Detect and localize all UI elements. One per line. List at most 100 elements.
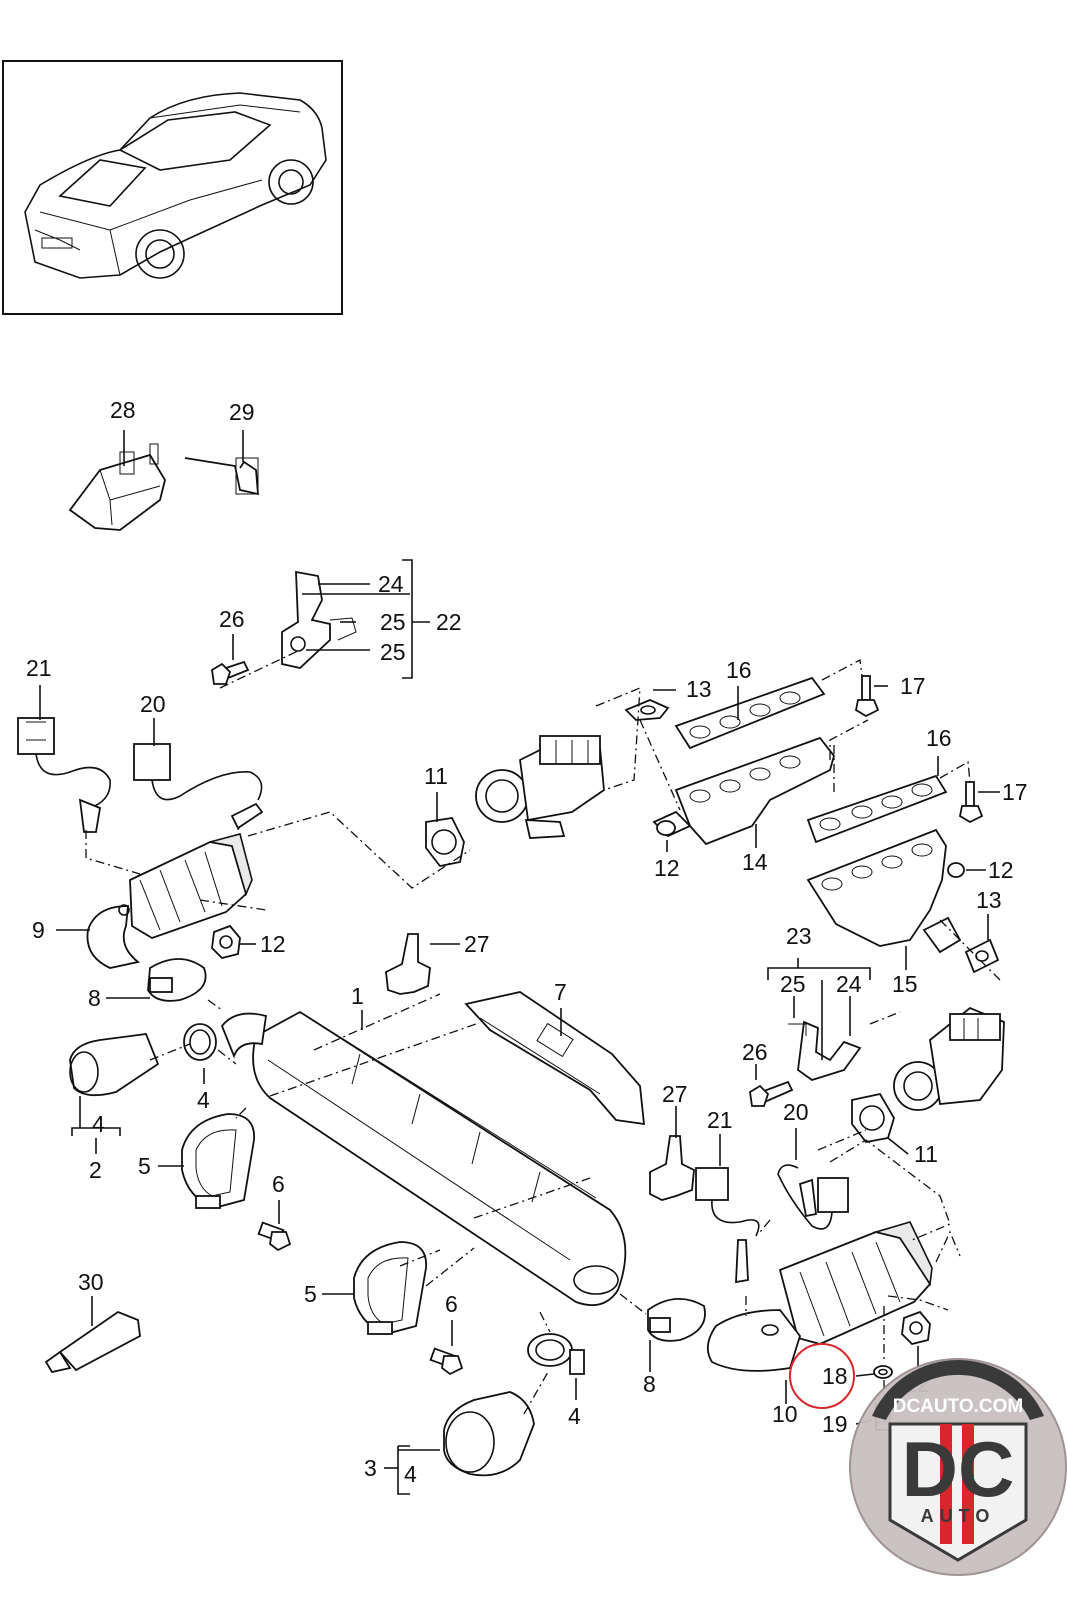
part-16-gasket-upper: [674, 676, 826, 750]
callout-21: 21: [26, 655, 52, 681]
callout-1: 1: [351, 983, 364, 1009]
callout-29: 29: [229, 399, 255, 425]
part-17-bolt-upper: [854, 675, 880, 718]
part-23-bracket-right: [788, 1020, 862, 1081]
callout-11: 11: [424, 763, 448, 789]
turbocharger-right: [893, 1006, 1005, 1111]
part-11-gasket-upper: [425, 817, 465, 867]
callout-6b: 6: [445, 1291, 458, 1317]
callout-16b: 16: [926, 725, 952, 751]
part-26-bolt-right: [749, 1080, 794, 1107]
highlight-circle-18: [789, 1343, 855, 1409]
watermark-word: AUTO: [921, 1506, 996, 1526]
callout-27b: 27: [662, 1081, 688, 1107]
part-4-clamp-lower: [527, 1333, 585, 1375]
callout-12: 12: [260, 931, 286, 957]
callout-11b: 11: [914, 1141, 938, 1167]
part-20-oxygen-sensor-right: [777, 1164, 849, 1230]
part-6-bolt-right: [429, 1347, 464, 1376]
callout-26b: 26: [742, 1039, 768, 1065]
part-4-clamp-upper: [183, 1023, 217, 1061]
part-5-hanger-left: [181, 1113, 255, 1209]
part-21-oxygen-sensor-right: [695, 1167, 760, 1284]
part-27-bracket-upper: [385, 933, 431, 995]
callout-30: 30: [78, 1269, 104, 1295]
part-22-bracket-assembly: [281, 570, 357, 669]
dcauto-watermark-badge: DCAUTO.COM DC AUTO: [849, 1358, 1067, 1576]
leader-lines: [39, 430, 1000, 1495]
part-13-gasket-upper: [624, 699, 670, 721]
callout-15: 15: [892, 971, 918, 997]
car-illustration: [24, 92, 327, 279]
callout-4: 4: [92, 1111, 105, 1137]
part-8-clamp-left: [147, 958, 207, 1002]
part-1-muffler: [220, 1010, 627, 1306]
part-4-tailpipe-left: [69, 1033, 160, 1097]
callout-12b: 12: [654, 855, 680, 881]
callout-9: 9: [32, 917, 45, 943]
callout-2: 2: [89, 1157, 102, 1183]
vehicle-thumbnail: [2, 60, 343, 315]
callout-19: 19: [822, 1411, 848, 1437]
part-12-nut-right: [947, 862, 965, 878]
part-26-bolt: [211, 660, 250, 685]
part-16-gasket-right: [806, 774, 948, 844]
part-29-bracket: [184, 457, 259, 496]
part-10-catalytic-converter-right: [706, 1221, 933, 1372]
watermark-site-text: DCAUTO.COM: [893, 1396, 1024, 1417]
callout-8b: 8: [643, 1371, 656, 1397]
callout-16: 16: [726, 657, 752, 683]
part-13-gasket-right: [964, 938, 1000, 974]
callout-22: 22: [436, 609, 462, 635]
callout-7: 7: [554, 979, 567, 1005]
callout-25c: 25: [780, 971, 806, 997]
watermark-letters: DC: [902, 1425, 1015, 1513]
part-11-gasket-right: [851, 1092, 895, 1143]
callout-4c: 4: [568, 1403, 581, 1429]
callout-10: 10: [772, 1401, 798, 1427]
callout-6: 6: [272, 1171, 285, 1197]
part-30-paste-tube: [44, 1310, 141, 1374]
callout-20: 20: [140, 691, 166, 717]
part-14-exhaust-manifold-upper: [652, 736, 835, 846]
part-6-bolt-left: [257, 1221, 292, 1252]
part-20-oxygen-sensor-left: [133, 743, 264, 830]
part-9-catalytic-converter-left: [86, 833, 253, 969]
part-12-nut-lower: [901, 1310, 931, 1345]
callout-26: 26: [219, 606, 245, 632]
callout-25: 25: [380, 609, 406, 635]
callout-3: 3: [364, 1455, 377, 1481]
part-3-tailpipe-right: [443, 1391, 535, 1477]
callout-14: 14: [742, 849, 768, 875]
part-18-washer: [873, 1365, 893, 1379]
callout-13b: 13: [976, 887, 1002, 913]
part-7-bracket: [464, 991, 646, 1126]
callout-24: 24: [378, 571, 404, 597]
callout-20b: 20: [783, 1099, 809, 1125]
callout-25b: 25: [380, 639, 406, 665]
callout-5: 5: [138, 1153, 151, 1179]
part-27-bracket-lower: [649, 1135, 695, 1201]
callout-17b: 17: [1002, 779, 1028, 805]
callout-8: 8: [88, 985, 101, 1011]
part-21-oxygen-sensor-left: [17, 717, 111, 833]
part-5-hanger-right: [353, 1241, 427, 1335]
connection-lines: [85, 649, 1001, 1415]
callout-21b: 21: [707, 1107, 733, 1133]
callout-23: 23: [786, 923, 812, 949]
callout-5b: 5: [304, 1281, 317, 1307]
callout-18: 18: [822, 1363, 848, 1389]
callout-27: 27: [464, 931, 490, 957]
callout-4b: 4: [197, 1087, 210, 1113]
part-28-heat-shield: [68, 443, 166, 531]
part-15-exhaust-manifold-right: [806, 828, 962, 954]
callout-13: 13: [686, 676, 712, 702]
callout-17: 17: [900, 673, 926, 699]
part-8-clamp-right: [647, 1298, 706, 1342]
turbocharger-upper: [475, 735, 605, 839]
callout-4d: 4: [404, 1461, 417, 1487]
part-12-nut-upper: [656, 820, 676, 836]
callout-12c: 12: [988, 857, 1014, 883]
callout-28: 28: [110, 397, 136, 423]
